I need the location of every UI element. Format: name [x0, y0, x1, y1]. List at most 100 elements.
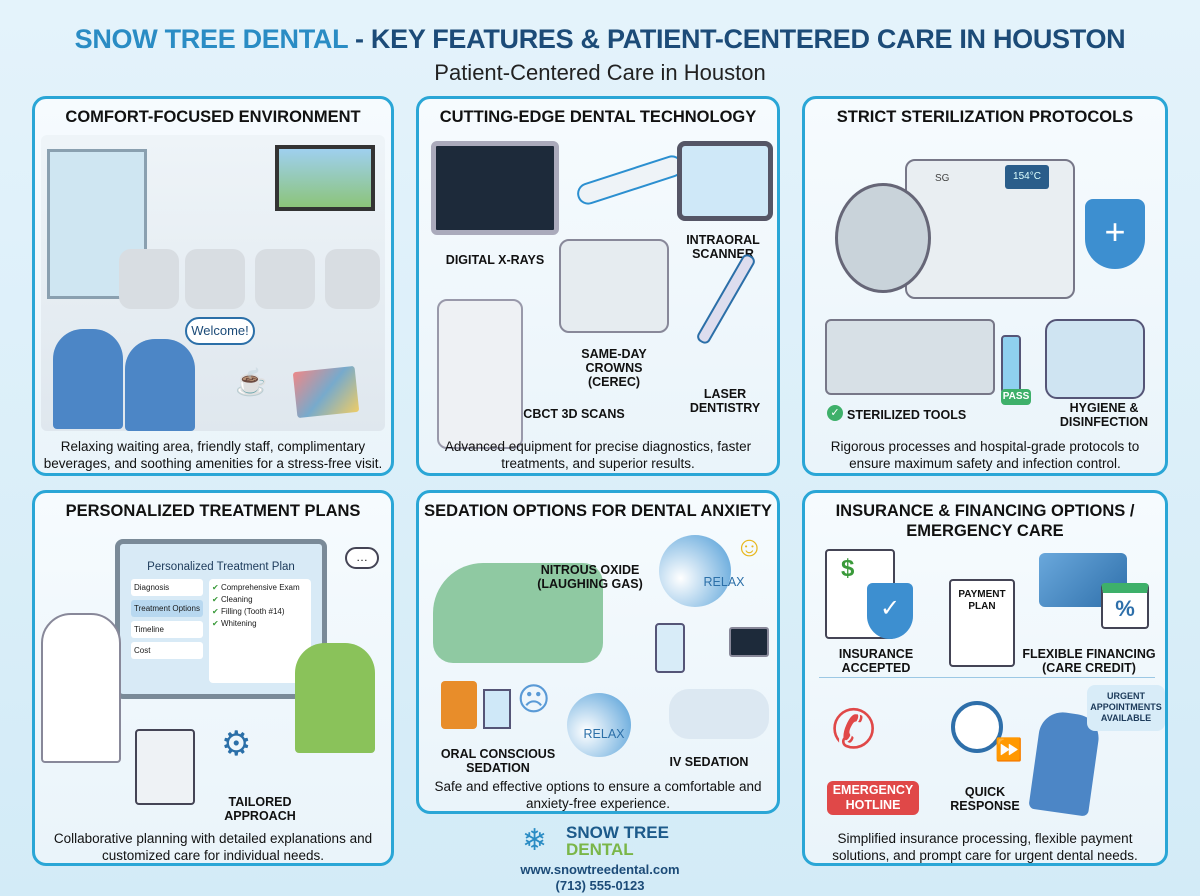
panel-caption: Advanced equipment for precise diagnosti… [444, 439, 752, 471]
title-text: - KEY FEATURES & PATIENT-CENTERED CARE I… [347, 24, 1126, 54]
phone-icon: ✆ [831, 700, 877, 760]
emergency-hotline-badge[interactable]: EMERGENCY HOTLINE [827, 781, 919, 815]
panel-title: INSURANCE & FINANCING OPTIONS / EMERGENC… [835, 502, 1135, 540]
speech-bubble-icon: … [345, 547, 379, 569]
divider [819, 677, 1155, 678]
checklist-item: ✔ Cleaning [212, 594, 308, 606]
label-sterilized-tools: STERILIZED TOOLS [847, 408, 967, 422]
temperature-display: 154°C [1005, 165, 1049, 189]
intraoral-scanner-wand [574, 152, 686, 208]
panel-title: STRICT STERILIZATION PROTOCOLS [836, 108, 1134, 126]
dentist [41, 613, 121, 763]
staff-member [53, 329, 123, 429]
magazines [292, 365, 360, 419]
menu-item[interactable]: Cost [131, 642, 203, 659]
pass-badge: PASS [1001, 389, 1031, 405]
wave-icon [567, 693, 631, 757]
armchair [325, 249, 380, 309]
checklist-text: Filling (Tooth #14) [220, 607, 285, 616]
menu-item[interactable]: Timeline [131, 621, 203, 638]
panel-treatment-plans: PERSONALIZED TREATMENT PLANS Personalize… [32, 490, 394, 866]
water-glass-icon [483, 689, 511, 729]
coffee-cup-icon: ☕ [235, 367, 268, 397]
welcome-bubble: Welcome! [185, 317, 255, 345]
label-flexible-financing: FLEXIBLE FINANCING (CARE CREDIT) [1022, 647, 1156, 675]
armchair [119, 249, 179, 309]
patient-nitrous [433, 563, 603, 663]
patient [295, 643, 375, 753]
panel-caption: Safe and effective options to ensure a c… [434, 779, 762, 811]
patient-iv [669, 689, 769, 739]
screen-title: Personalized Treatment Plan [147, 561, 295, 573]
label-nitrous-oxide: NITROUS OXIDE (LAUGHING GAS) [537, 563, 643, 591]
xray-monitor [431, 141, 559, 235]
website-link[interactable]: www.snowtreedental.com [520, 862, 680, 877]
check-icon: ✓ [827, 405, 843, 421]
label-same-day-crowns: SAME-DAY CROWNS (CEREC) [581, 347, 647, 389]
tablet [677, 141, 773, 221]
panel-caption: Relaxing waiting area, friendly staff, c… [43, 439, 383, 471]
panel-dental-technology: CUTTING-EDGE DENTAL TECHNOLOGY DIGITAL X… [416, 96, 780, 476]
checklist-item: ✔ Whitening [212, 618, 308, 630]
panel-caption: Rigorous processes and hospital-grade pr… [830, 439, 1140, 471]
panel-insurance-emergency: INSURANCE & FINANCING OPTIONS / EMERGENC… [802, 490, 1168, 866]
wave-icon [659, 535, 731, 607]
panel-sedation: SEDATION OPTIONS FOR DENTAL ANXIETY NITR… [416, 490, 780, 814]
calm-face-icon: ☹ [517, 681, 551, 717]
shield-plus-icon: + [1085, 199, 1145, 269]
label-oral-conscious-sedation: ORAL CONSCIOUS SEDATION [440, 747, 556, 775]
label-iv-sedation: IV SEDATION [669, 755, 749, 769]
shield-check-icon: ✓ [867, 583, 913, 639]
checklist-item: ✔ Filling (Tooth #14) [212, 606, 308, 618]
checklist-item: ✔ Comprehensive Exam [212, 582, 308, 594]
panel-title: COMFORT-FOCUSED ENVIRONMENT [65, 108, 361, 126]
label-cbct-scans: CBCT 3D SCANS [523, 407, 625, 421]
label-digital-xrays: DIGITAL X-RAYS [445, 253, 545, 267]
page-subtitle: Patient-Centered Care in Houston [434, 60, 766, 85]
check-icon: ✔ [212, 595, 221, 604]
logo-line-1: SNOW TREE [566, 823, 669, 842]
autoclave-door [835, 183, 931, 293]
laser-pen [694, 252, 758, 346]
label-hygiene-disinfection: HYGIENE & DISINFECTION [1059, 401, 1149, 429]
panel-comfort-environment: COMFORT-FOCUSED ENVIRONMENT Welcome! ☕ R… [32, 96, 394, 476]
panel-caption: Collaborative planning with detailed exp… [53, 831, 373, 863]
heart-monitor-icon [729, 627, 769, 657]
checklist-text: Comprehensive Exam [220, 583, 300, 592]
panel-caption: Simplified insurance processing, flexibl… [832, 831, 1138, 863]
pill-bottle-icon [441, 681, 477, 729]
clipboard-icon [135, 729, 195, 805]
menu-item-selected[interactable]: Treatment Options [131, 600, 203, 617]
label-relax-1: RELAX [703, 575, 745, 589]
checklist-text: Cleaning [220, 595, 253, 604]
phone-number: (713) 555-0123 [555, 878, 645, 893]
fast-forward-icon: ⏩ [995, 737, 1023, 762]
tv-screen [275, 145, 375, 211]
label-quick-response: QUICK RESPONSE [950, 785, 1020, 813]
smiley-icon: ☺ [735, 531, 764, 562]
armchair [185, 249, 245, 309]
autoclave-brand: SG [935, 173, 950, 184]
clock-icon [951, 701, 1003, 753]
cbct-scanner [437, 299, 523, 449]
panel-title: PERSONALIZED TREATMENT PLANS [65, 502, 361, 520]
check-icon: ✔ [212, 619, 221, 628]
payment-plan-document [949, 579, 1015, 667]
disinfection-spray [1045, 319, 1145, 399]
label-tailored-approach: TAILORED APPROACH [224, 795, 296, 823]
checklist-text: Whitening [220, 619, 257, 628]
label-intraoral-scanner: INTRAORAL SCANNER [686, 233, 760, 261]
panel-title: CUTTING-EDGE DENTAL TECHNOLOGY [439, 108, 757, 126]
logo-line-2: DENTAL [566, 840, 634, 859]
page-title: SNOW TREE DENTAL - KEY FEATURES & PATIEN… [0, 24, 1200, 55]
label-payment-plan: PAYMENT PLAN [958, 589, 1006, 612]
iv-bag-icon [655, 623, 685, 673]
label-insurance-accepted: INSURANCE ACCEPTED [838, 647, 914, 675]
panel-title: SEDATION OPTIONS FOR DENTAL ANXIETY [424, 502, 772, 520]
urgent-appointments-bubble: URGENT APPOINTMENTS AVAILABLE [1087, 685, 1165, 731]
calendar-percent-icon: % [1101, 583, 1149, 629]
menu-item[interactable]: Diagnosis [131, 579, 203, 596]
plan-menu: Diagnosis Treatment Options Timeline Cos… [131, 579, 203, 659]
plan-checklist: ✔ Comprehensive Exam ✔ Cleaning ✔ Fillin… [209, 579, 311, 683]
label-laser-dentistry: LASER DENTISTRY [689, 387, 761, 415]
